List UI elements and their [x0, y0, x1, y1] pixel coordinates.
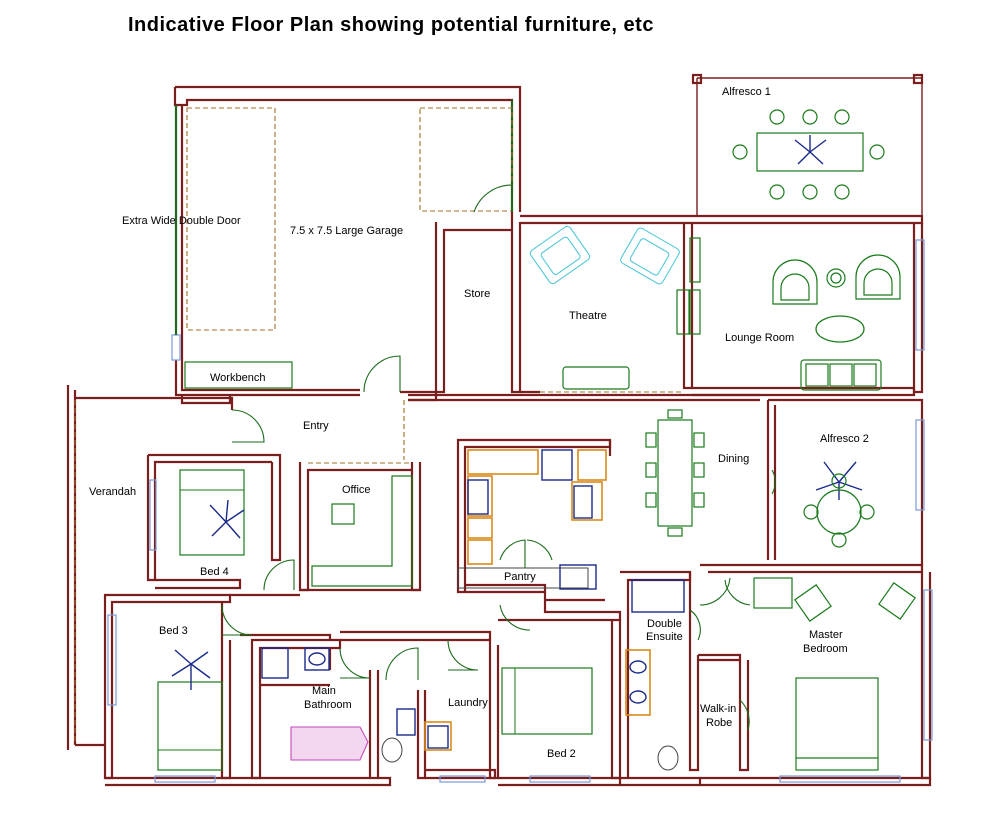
main-bathroom-fixtures — [261, 647, 416, 763]
bed4-bed — [179, 469, 245, 556]
label-alfresco1: Alfresco 1 — [722, 86, 771, 98]
ensuite-fixtures — [625, 579, 685, 771]
label-laundry: Laundry — [448, 697, 488, 709]
label-entry: Entry — [303, 420, 329, 432]
room-labels: Alfresco 1 Extra Wide Double Door 7.5 x … — [89, 86, 869, 760]
label-store: Store — [464, 288, 490, 300]
bed3-bed — [157, 649, 223, 771]
alfresco2-table-set — [803, 461, 875, 548]
label-workbench: Workbench — [210, 372, 265, 384]
walls — [66, 73, 932, 787]
label-garage: 7.5 x 7.5 Large Garage — [290, 225, 403, 237]
theatre-shelf — [676, 237, 701, 335]
label-bed3: Bed 3 — [159, 625, 188, 637]
label-bed4: Bed 4 — [200, 566, 229, 578]
label-pantry: Pantry — [504, 571, 536, 583]
label-double-door: Extra Wide Double Door — [122, 215, 241, 227]
windows — [107, 239, 933, 783]
laundry-fixtures — [424, 721, 452, 751]
kitchen-benches — [457, 449, 607, 590]
office-desk — [311, 475, 413, 587]
label-walkin-1: Walk-in — [700, 703, 736, 715]
label-master-1: Master — [809, 629, 843, 641]
label-lounge: Lounge Room — [725, 332, 794, 344]
label-main-bath-2: Bathroom — [304, 699, 352, 711]
label-ensuite-2: Ensuite — [646, 631, 683, 643]
lounge-furniture — [772, 254, 901, 391]
workbench — [184, 361, 293, 389]
label-theatre: Theatre — [569, 310, 607, 322]
label-walkin-2: Robe — [706, 717, 732, 729]
label-ensuite-1: Double — [647, 618, 682, 630]
master-bed — [753, 577, 916, 771]
label-verandah: Verandah — [89, 486, 136, 498]
label-master-2: Bedroom — [803, 643, 848, 655]
dining-set — [645, 409, 705, 537]
theatre-armchairs — [529, 225, 680, 285]
doors — [175, 100, 776, 731]
label-alfresco2: Alfresco 2 — [820, 433, 869, 445]
theatre-sofa — [562, 366, 630, 390]
bed2-bed — [501, 667, 593, 735]
label-dining: Dining — [718, 453, 749, 465]
plan-title: Indicative Floor Plan showing potential … — [128, 14, 654, 36]
alfresco1-dining-set — [732, 109, 885, 200]
label-bed2: Bed 2 — [547, 748, 576, 760]
label-main-bath-1: Main — [312, 685, 336, 697]
label-office: Office — [342, 484, 371, 496]
